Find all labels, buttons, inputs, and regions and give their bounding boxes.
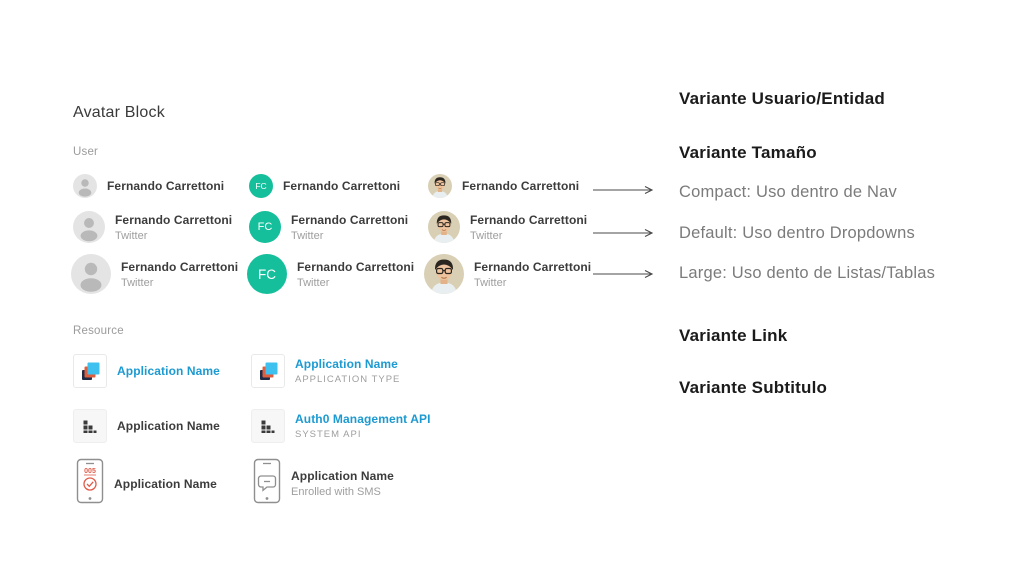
resource-name: Application Name — [117, 419, 220, 433]
arrow-right-icon-large — [593, 269, 657, 279]
resource-row-api: Application Name — [73, 409, 220, 443]
resource-subtitle: APPLICATION TYPE — [295, 374, 401, 385]
avatar-row-large-placeholder: Fernando Carrettoni Twitter — [71, 254, 238, 294]
applications-icon — [73, 354, 107, 388]
applications-icon — [251, 354, 285, 388]
note-size-large: Large: Uso dento de Listas/Tablas — [679, 264, 936, 282]
avatar-row-default-initials: FC Fernando Carrettoni Twitter — [249, 211, 408, 243]
resource-section-label: Resource — [73, 325, 124, 337]
arrow-right-icon-default — [593, 228, 657, 238]
avatar-placeholder-icon — [71, 254, 111, 294]
phone-sms-icon — [253, 458, 281, 509]
user-name: Fernando Carrettoni — [462, 179, 580, 193]
user-section-label: User — [73, 146, 99, 158]
user-subtitle: Twitter — [474, 276, 507, 289]
avatar-photo-icon — [424, 254, 464, 294]
avatar-initials-icon: FC — [247, 254, 287, 294]
resource-row-app-link: Application Name — [73, 354, 220, 388]
avatar-initials-icon: FC — [249, 174, 273, 198]
heading-variante-link: Variante Link — [679, 326, 788, 345]
user-subtitle: Twitter — [470, 229, 503, 242]
avatar-placeholder-icon — [73, 211, 105, 243]
avatar-initials-icon: FC — [249, 211, 281, 243]
user-subtitle: Twitter — [297, 276, 330, 289]
resource-name: Application Name — [291, 469, 394, 483]
user-name: Fernando Carrettoni — [115, 212, 233, 227]
user-name: Fernando Carrettoni — [291, 212, 409, 227]
resource-row-guardian: 005 Application Name — [76, 458, 217, 509]
page-title: Avatar Block — [73, 104, 165, 121]
api-blocks-icon — [251, 409, 285, 443]
user-name: Fernando Carrettoni — [107, 179, 225, 193]
resource-name-link[interactable]: Application Name — [117, 364, 220, 378]
user-name: Fernando Carrettoni — [470, 212, 588, 227]
user-subtitle: Twitter — [121, 276, 154, 289]
avatar-placeholder-icon — [73, 174, 97, 198]
heading-variante-usuario-entidad: Variante Usuario/Entidad — [679, 89, 886, 108]
user-name: Fernando Carrettoni — [297, 259, 415, 274]
user-name: Fernando Carrettoni — [121, 259, 239, 274]
resource-name-link[interactable]: Auth0 Management API — [295, 412, 431, 426]
note-size-compact: Compact: Uso dentro de Nav — [679, 183, 897, 201]
arrow-right-icon-compact — [593, 185, 657, 195]
avatar-row-default-placeholder: Fernando Carrettoni Twitter — [73, 211, 232, 243]
heading-variante-tamano: Variante Tamaño — [679, 143, 817, 162]
resource-subtitle: Enrolled with SMS — [291, 486, 381, 498]
user-name: Fernando Carrettoni — [474, 259, 592, 274]
resource-name-link[interactable]: Application Name — [295, 357, 398, 371]
resource-row-management-api: Auth0 Management API SYSTEM API — [251, 409, 431, 443]
avatar-row-compact-placeholder: Fernando Carrettoni — [73, 174, 224, 198]
avatar-photo-icon — [428, 211, 460, 243]
user-subtitle: Twitter — [115, 229, 148, 242]
phone-code-icon: 005 — [76, 458, 104, 509]
svg-text:005: 005 — [84, 468, 96, 475]
resource-row-app-link-subtitle: Application Name APPLICATION TYPE — [251, 354, 400, 388]
avatar-row-large-photo: Fernando Carrettoni Twitter — [424, 254, 591, 294]
api-blocks-icon — [73, 409, 107, 443]
avatar-row-large-initials: FC Fernando Carrettoni Twitter — [247, 254, 414, 294]
resource-subtitle: SYSTEM API — [295, 429, 362, 440]
resource-name: Application Name — [114, 476, 217, 491]
user-subtitle: Twitter — [291, 229, 324, 242]
avatar-photo-icon — [428, 174, 452, 198]
user-name: Fernando Carrettoni — [283, 179, 401, 193]
resource-row-sms: Application Name Enrolled with SMS — [253, 458, 394, 509]
avatar-row-compact-initials: FC Fernando Carrettoni — [249, 174, 400, 198]
note-size-default: Default: Uso dentro Dropdowns — [679, 224, 916, 242]
heading-variante-subtitulo: Variante Subtitulo — [679, 378, 828, 397]
avatar-row-default-photo: Fernando Carrettoni Twitter — [428, 211, 587, 243]
avatar-row-compact-photo: Fernando Carrettoni — [428, 174, 579, 198]
